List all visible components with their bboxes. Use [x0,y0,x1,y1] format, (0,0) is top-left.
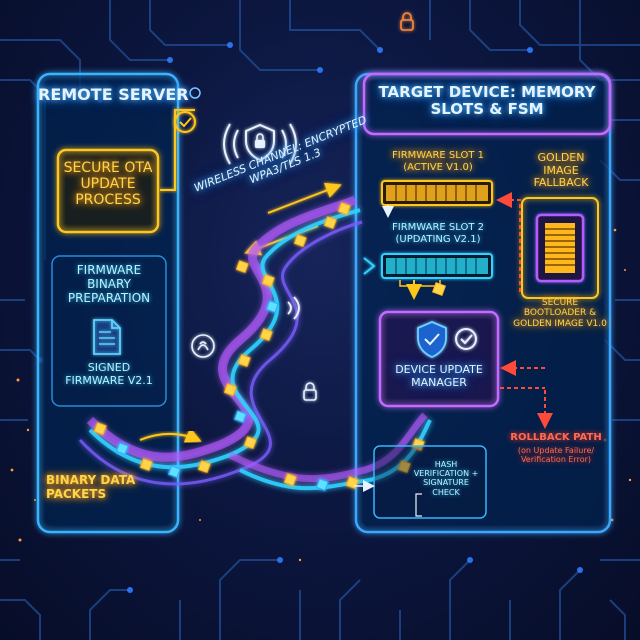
golden-image-chip [535,213,585,283]
golden-image-label: Golden Image Fallback [533,151,589,190]
wifi-icon-mid [287,296,300,320]
bootloader-label: Secure Bootloader & Golden Image v1.0 [513,298,607,329]
target-title-frame [362,72,612,136]
process-connector [160,109,195,191]
prep-label: Firmware Binary Preparation [67,263,151,305]
binary-packets-label: Binary Data Packets [46,473,136,501]
golden-image-box [521,197,599,299]
shield-lock-icon [223,123,297,165]
golden-return-arrow [496,192,521,292]
slot1-label: Firmware Slot 1 (Active v1.0) [392,150,484,173]
data-packets [93,202,425,492]
shield-icon [417,321,447,358]
slot2-label: Firmware Slot 2 (Updating v2.1) [392,222,484,245]
rollback-note: (on Update Failure/ Verification Error) [517,446,595,465]
hash-bracket [415,493,422,517]
remote-server-title: Remote Server [38,85,189,104]
process-box [56,148,160,234]
channel-arrow-1 [267,182,342,214]
slot2-bracket [399,280,441,287]
lock-icon-top [400,12,414,31]
device-update-manager-box [378,310,500,408]
rollback-label: Rollback Path [510,432,602,443]
check-circle-icon [455,328,477,350]
firmware-slot-2-bar [381,253,493,279]
signed-firmware-label: Signed Firmware v2.1 [65,361,153,387]
manager-label: Device Update Manager [395,363,483,389]
target-device-title: Target Device: Memory Slots & FSM [378,83,596,119]
process-label: Secure OTA Update Process [63,160,153,209]
hash-label: Hash Verification + Signature Check [413,460,479,497]
circuit-nodes [37,42,583,593]
prep-box [51,255,167,407]
firmware-slot-1-bar [381,180,493,206]
gear-icon [189,87,201,99]
fingerprint-icon [191,334,215,358]
document-icon [93,319,121,355]
lock-icon-mid [303,382,317,401]
